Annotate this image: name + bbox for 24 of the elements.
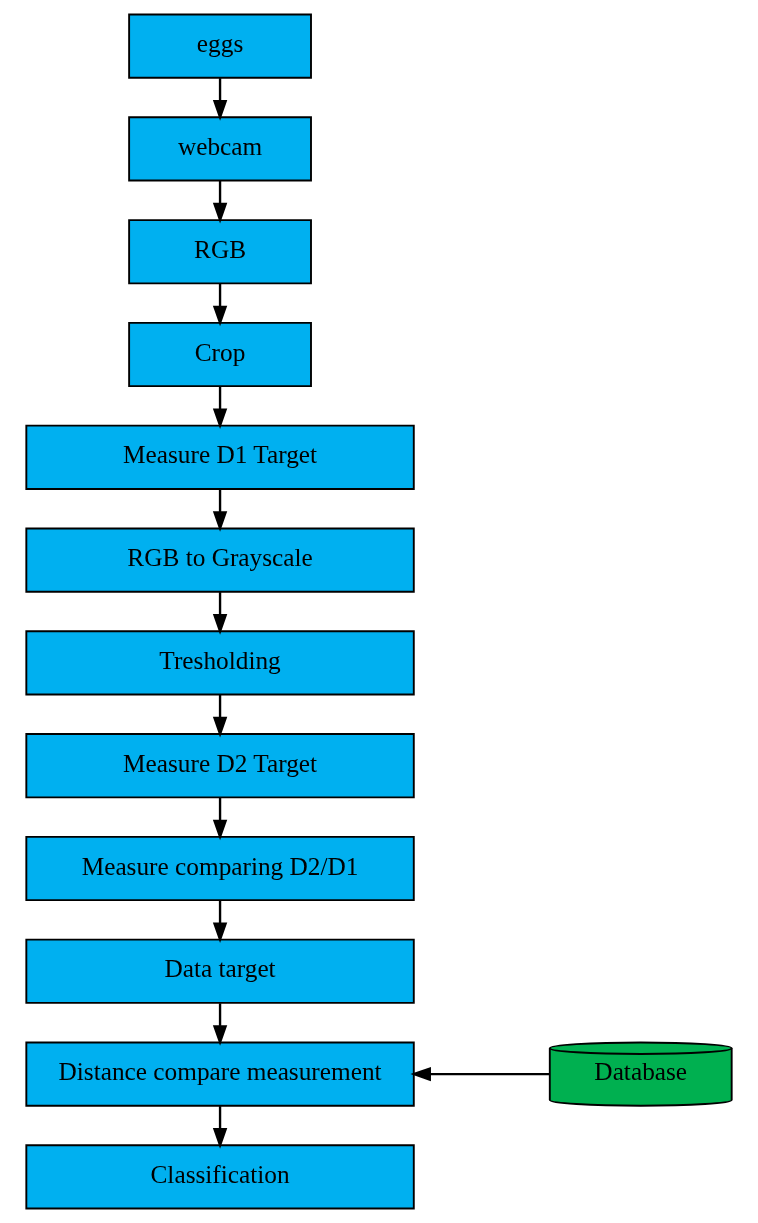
arrow — [212, 180, 228, 224]
node-box: Distance compare measurement — [25, 1041, 415, 1107]
arrow — [212, 1106, 228, 1149]
node-box: eggs — [128, 13, 312, 79]
node-box: Tresholding — [25, 630, 415, 696]
arrow — [212, 797, 228, 841]
arrow — [212, 386, 228, 430]
arrow — [212, 283, 228, 327]
node-box: webcam — [128, 116, 312, 182]
node-box: Measure comparing D2/D1 — [25, 835, 415, 902]
arrow — [212, 694, 228, 738]
node-box: RGB to Grayscale — [25, 527, 415, 593]
arrow — [212, 1003, 228, 1046]
node-box: Data target — [25, 938, 415, 1004]
arrow — [212, 592, 228, 635]
arrow — [212, 78, 228, 121]
node-box: Classification — [25, 1144, 415, 1210]
arrow — [410, 1066, 550, 1082]
arrow — [212, 489, 228, 532]
node-box: Measure D2 Target — [25, 733, 415, 799]
arrow — [212, 900, 228, 944]
node-box: Crop — [128, 321, 312, 388]
node-box: RGB — [128, 219, 312, 285]
node-box: Measure D1 Target — [25, 424, 415, 490]
